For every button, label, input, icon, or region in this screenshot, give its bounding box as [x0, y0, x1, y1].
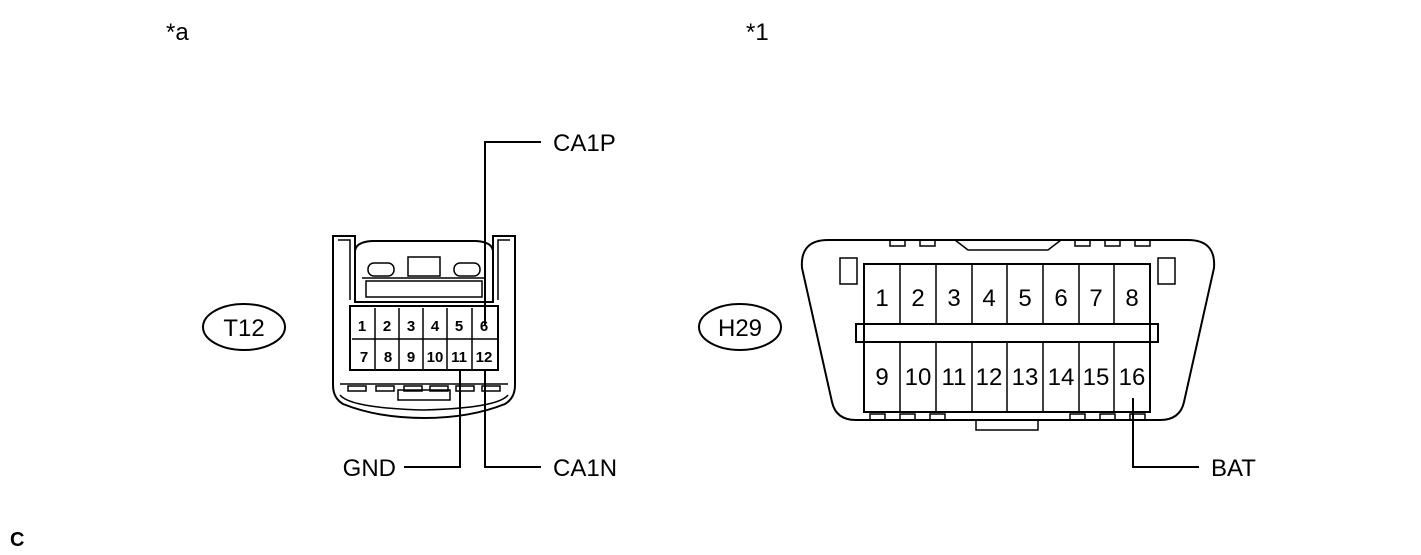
right-marker: *1	[746, 19, 769, 46]
left-pin-12: 12	[476, 349, 493, 366]
left-pin-2: 2	[383, 318, 391, 335]
right-pin-8: 8	[1125, 285, 1138, 312]
left-pin-11: 11	[451, 349, 467, 366]
left-pin-8: 8	[384, 349, 392, 366]
right-pin-15: 15	[1083, 364, 1110, 391]
right-pin-4: 4	[982, 285, 995, 312]
left-pin-4: 4	[431, 318, 440, 335]
right-pin-3: 3	[947, 285, 960, 312]
left-connector-id: T12	[223, 315, 264, 342]
left-pin-5: 5	[455, 318, 463, 335]
right-pin-12: 12	[976, 364, 1003, 391]
right-pin-9: 9	[875, 364, 888, 391]
right-pin-1: 1	[875, 285, 888, 312]
signal-gnd: GND	[343, 455, 396, 482]
right-pin-6: 6	[1054, 285, 1067, 312]
right-pin-13: 13	[1012, 364, 1039, 391]
left-pin-9: 9	[407, 349, 415, 366]
right-pin-10: 10	[905, 364, 932, 391]
right-pin-7: 7	[1089, 285, 1102, 312]
right-pin-16: 16	[1119, 364, 1146, 391]
left-pin-6: 6	[480, 318, 488, 335]
right-pin-2: 2	[911, 285, 924, 312]
right-pin-14: 14	[1048, 364, 1075, 391]
left-pin-10: 10	[427, 349, 444, 366]
left-pin-7: 7	[360, 349, 368, 366]
signal-ca1n: CA1N	[553, 455, 617, 482]
signal-ca1p: CA1P	[553, 130, 616, 157]
right-connector-id: H29	[718, 315, 762, 342]
right-pin-11: 11	[942, 364, 967, 391]
right-connector: 1 2 3 4 5 6 7 8 9 10 11 12 13 14 15 16 H…	[698, 239, 1256, 482]
left-marker: *a	[166, 19, 189, 46]
signal-bat: BAT	[1211, 455, 1256, 482]
left-connector: 1 2 3 4 5 6 7 8 9 10 11 12 T12 CA1P GND …	[202, 130, 617, 482]
right-pin-5: 5	[1018, 285, 1031, 312]
left-pin-1: 1	[358, 318, 366, 335]
footer-code: C	[10, 529, 24, 551]
left-pin-3: 3	[407, 318, 415, 335]
